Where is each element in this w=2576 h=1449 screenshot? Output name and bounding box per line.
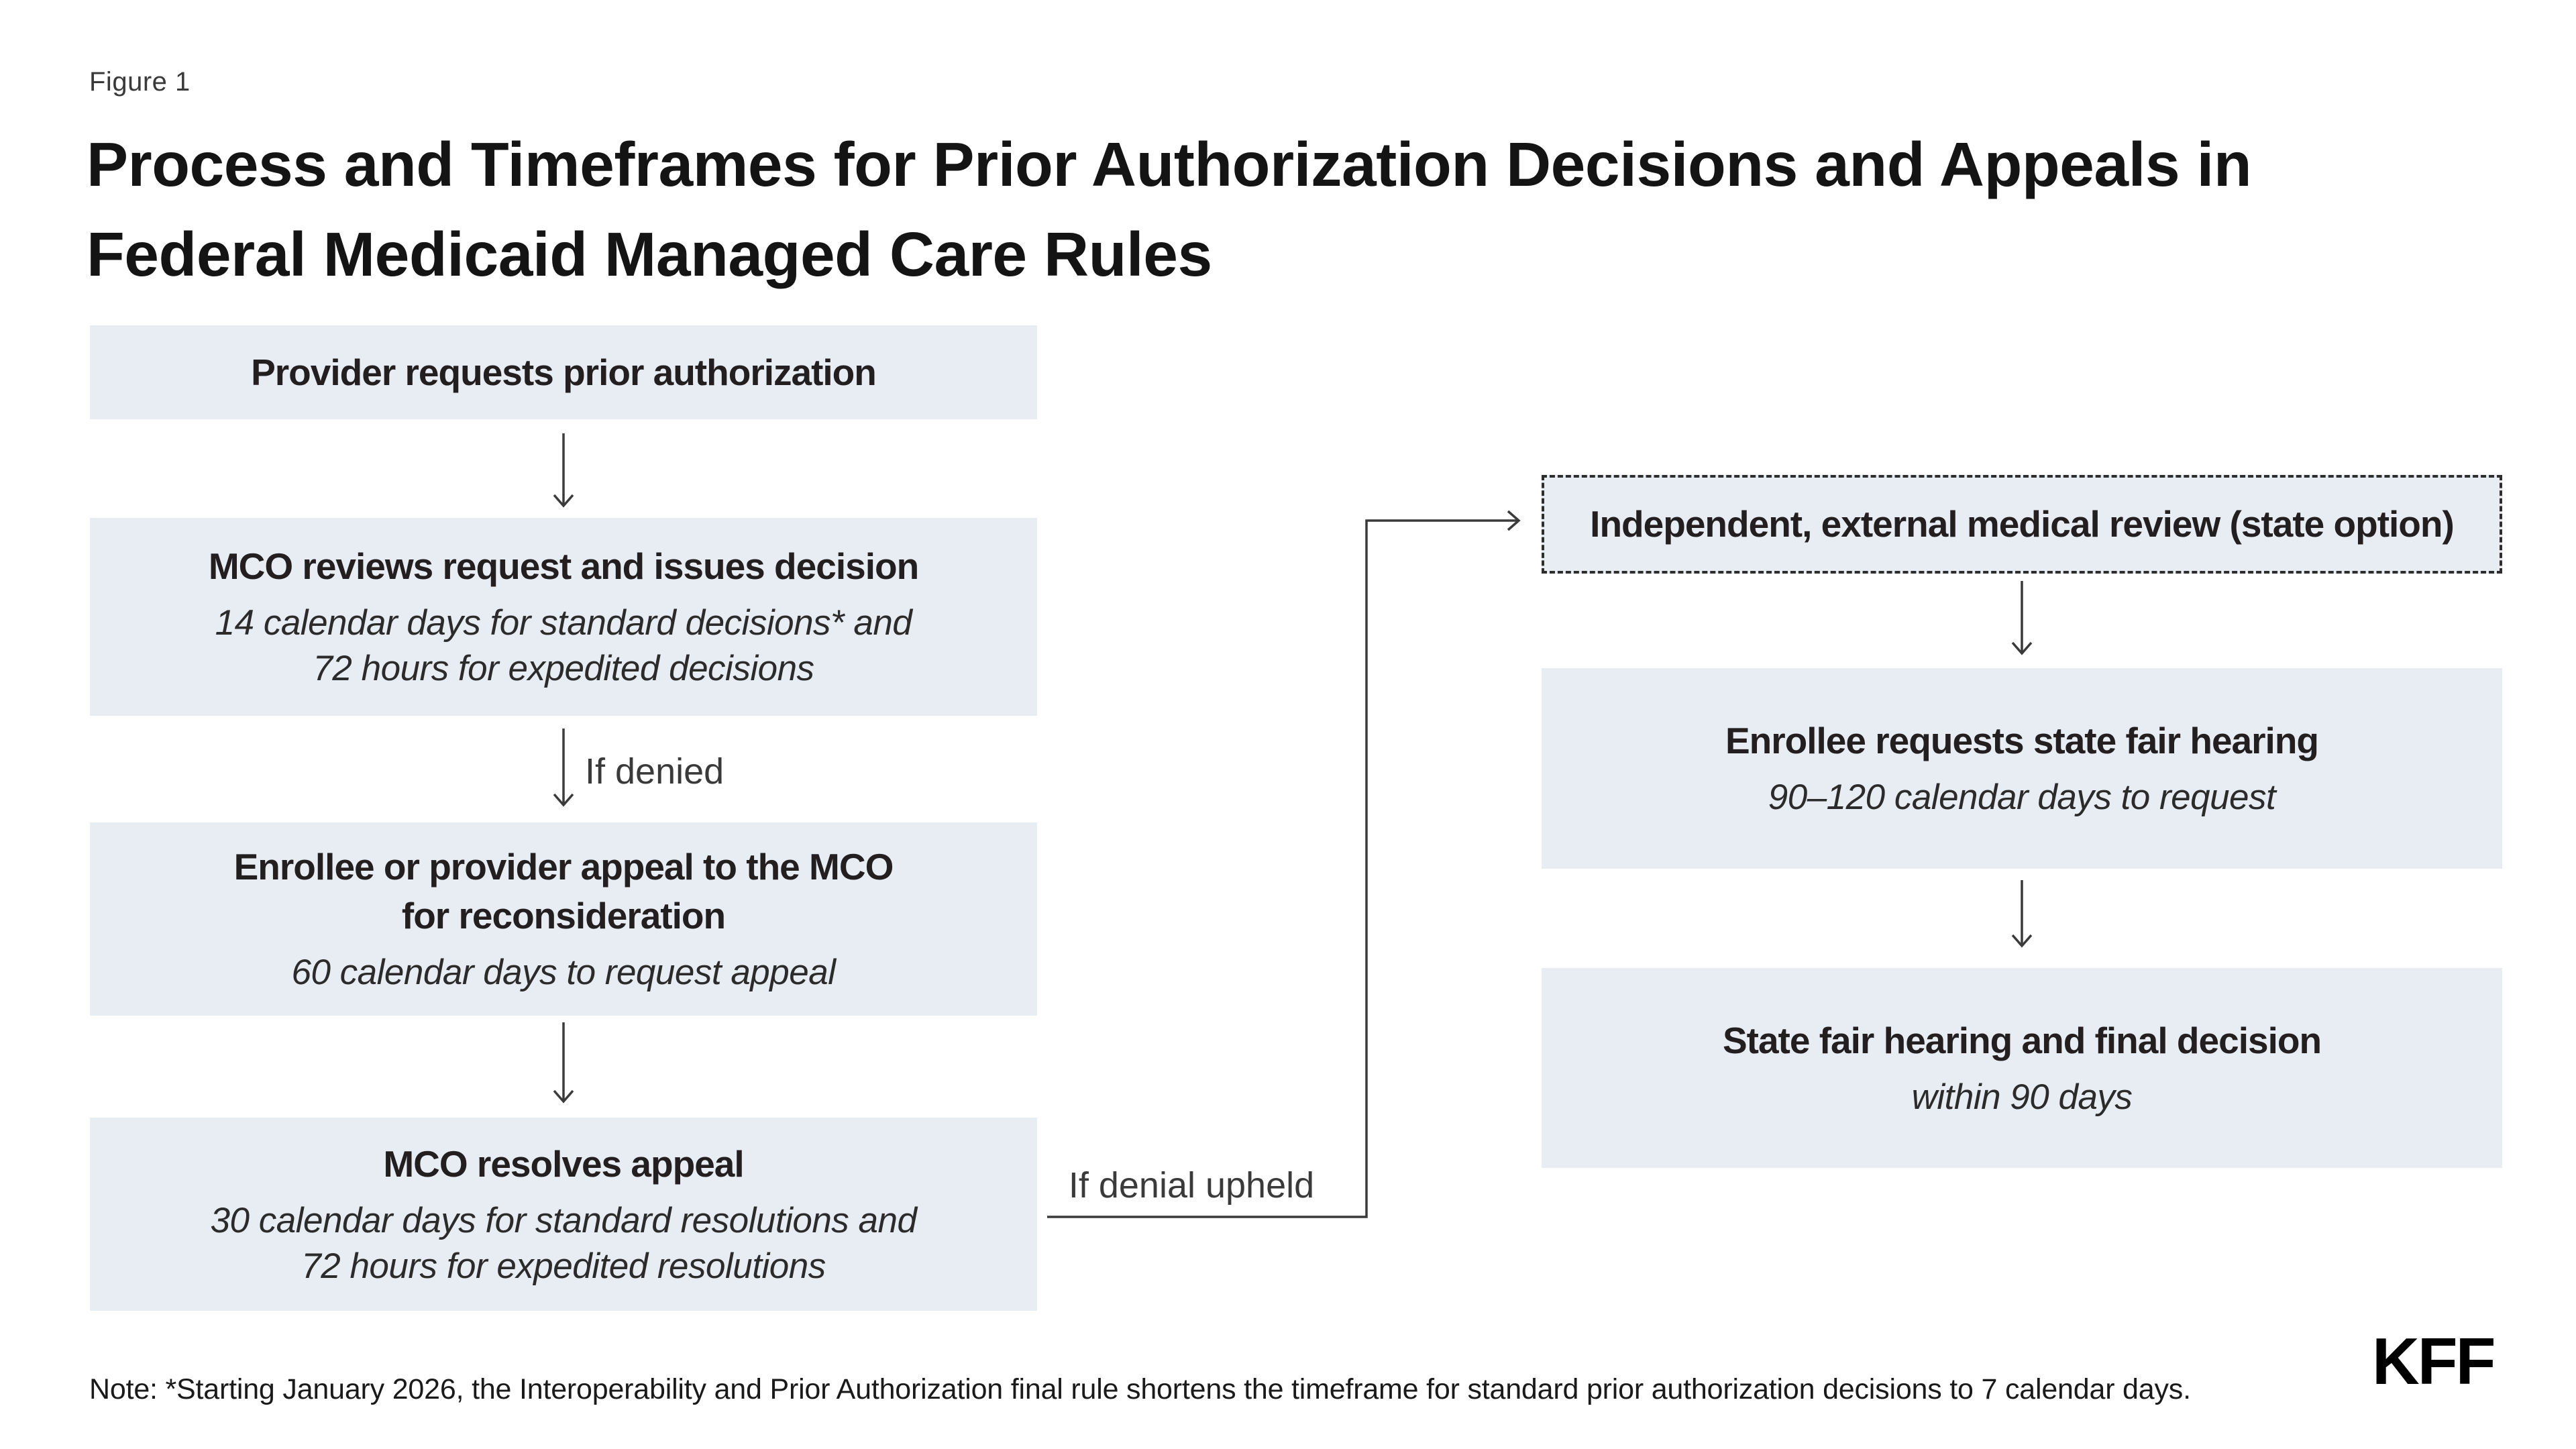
box-detail: within 90 days [1911,1077,2133,1117]
box-detail: 90–120 calendar days to request [1768,777,2276,817]
flow-box-mco-reviews: MCO reviews request and issues decision … [90,518,1037,716]
box-title-line-2: for reconsideration [401,895,726,936]
flow-box-mco-resolves-appeal: MCO resolves appeal 30 calendar days for… [90,1118,1037,1311]
box-detail: 14 calendar days for standard decisions*… [215,603,912,643]
flow-box-enrollee-requests-fair-hearing: Enrollee requests state fair hearing 90–… [1542,668,2502,869]
box-detail: 72 hours for expedited resolutions [301,1246,826,1286]
box-detail: 30 calendar days for standard resolution… [210,1200,917,1240]
box-title: MCO resolves appeal [383,1142,744,1185]
flow-box-state-fair-hearing-decision: State fair hearing and final decision wi… [1542,968,2502,1168]
footnote: Note: *Starting January 2026, the Intero… [89,1373,2191,1405]
box-title: Independent, external medical review (st… [1590,503,2455,545]
edge-label-if-denied: If denied [585,751,724,792]
box-title-line-1: Enrollee or provider appeal to the MCO [233,846,894,888]
page-title: Process and Timeframes for Prior Authori… [87,119,2252,299]
kff-logo: KFF [2372,1324,2496,1398]
connector-if-denial-upheld [1047,510,1521,1218]
flow-box-enrollee-appeal: Enrollee or provider appeal to the MCO f… [90,822,1037,1016]
flow-box-provider-requests: Provider requests prior authorization [90,325,1037,419]
figure-label: Figure 1 [89,67,191,97]
box-detail: 60 calendar days to request appeal [291,953,836,992]
box-title: State fair hearing and final decision [1722,1019,2322,1061]
page-title-line-1: Process and Timeframes for Prior Authori… [87,129,2252,199]
box-title: Enrollee requests state fair hearing [1725,720,2319,761]
edge-label-if-denial-upheld: If denial upheld [1068,1165,1315,1205]
flow-box-external-medical-review: Independent, external medical review (st… [1542,475,2502,574]
page-title-line-2: Federal Medicaid Managed Care Rules [87,219,1212,289]
box-title: Provider requests prior authorization [251,351,877,393]
box-title: MCO reviews request and issues decision [208,545,919,587]
box-detail: 72 hours for expedited decisions [313,649,814,688]
